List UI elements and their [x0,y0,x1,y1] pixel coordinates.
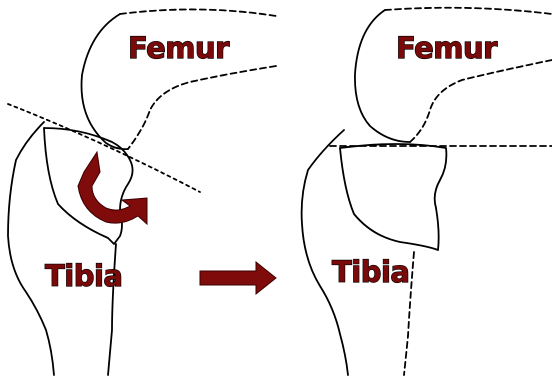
femur-back-edge-left [128,66,276,149]
left-panel: Femur Tibia [8,9,276,375]
femur-outline-left [82,14,129,149]
tibia-plateau-top-right [340,144,446,208]
tibia-plateau-right [340,148,439,250]
femur-label-right: Femur [396,31,498,65]
femur-outline-right [355,10,410,142]
axis-line-left [8,104,200,192]
femur-label-left: Femur [128,31,230,65]
curved-rotation-arrow-icon [78,152,147,224]
right-arrow-icon [200,262,276,294]
tibia-label-right: Tibia [332,255,410,289]
femur-top-edge-right [385,8,552,14]
tibia-label-left: Tibia [45,259,123,293]
tibia-outline-right [302,130,348,375]
femur-top-edge-left [120,9,276,16]
right-panel: Femur Tibia [302,8,552,375]
femur-back-edge-right [410,60,552,142]
